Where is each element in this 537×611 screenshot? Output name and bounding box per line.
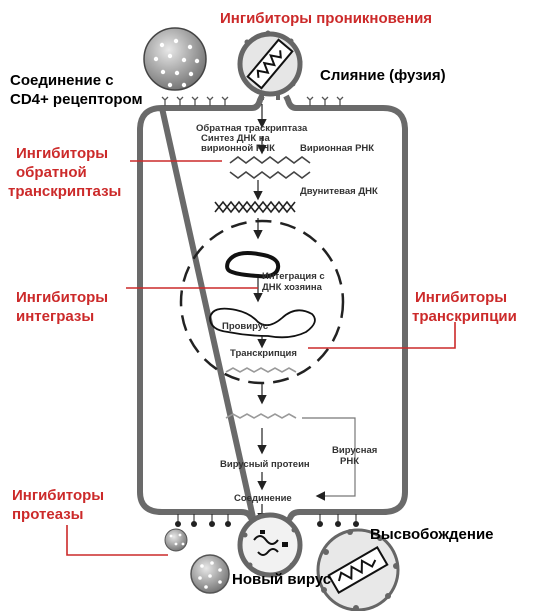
hiv-virus-fusing (237, 30, 303, 100)
transcription-inhibitors-line2: транскрипции (412, 308, 517, 325)
rt-label-line3: вирионной РНК (201, 143, 275, 154)
virion-rna-strand (229, 156, 311, 164)
rt-inhibitors-line2: обратной (16, 164, 87, 181)
assembly-label: Соединение (234, 493, 292, 504)
viral-rna-label-line1: Вирусная (332, 445, 377, 456)
cd4-receptors (161, 96, 344, 106)
viral-protein-label: Вирусный протеин (220, 459, 310, 470)
transcribed-rna (225, 367, 297, 373)
integration-label-line2: ДНК хозяина (262, 282, 323, 293)
dsdna-helix (214, 200, 296, 214)
cdna-strand (229, 171, 311, 179)
budding-virus (237, 512, 303, 578)
provirus-loop (209, 307, 316, 339)
mature-virus-released (316, 528, 400, 611)
immature-virus-small (164, 528, 188, 552)
host-dna-loop (225, 251, 281, 279)
virion-rna-label: Вирионная РНК (300, 143, 374, 154)
release-label: Высвобождение (370, 526, 494, 543)
nucleus (179, 219, 345, 385)
protease-inhibitors-line1: Ингибиторы (12, 487, 104, 504)
cd4-label-line2: CD4+ рецептором (10, 91, 143, 108)
rt-inhibitors-line1: Ингибиторы (16, 145, 108, 162)
new-virus-label: Новый вирус (232, 571, 331, 588)
cd4-label-line1: Соединение с (10, 72, 114, 89)
fusion-label: Слияние (фузия) (320, 67, 446, 84)
viral-rna-label-line2: РНК (340, 456, 359, 467)
transcription-inhibitors-line1: Ингибиторы (415, 289, 507, 306)
protease-inhibitors-line2: протеазы (12, 506, 84, 523)
hiv-virus-free (143, 27, 207, 91)
viral-rna-cytoplasm (225, 413, 297, 419)
transcription-label: Транскрипция (230, 348, 297, 359)
integrase-inhibitors-line2: интегразы (16, 308, 94, 325)
entry-inhibitors-label: Ингибиторы проникновения (220, 10, 432, 27)
rt-label-line2: Синтез ДНК на (201, 133, 271, 144)
rt-label-line1: Обратная траскриптаза (196, 123, 308, 134)
cell-membrane (137, 94, 408, 524)
inhibitor-pointer-lines (66, 160, 456, 556)
rt-inhibitors-line3: транскриптазы (8, 183, 121, 200)
provirus-label: Провирус (222, 321, 268, 332)
dsdna-label: Двунитевая ДНК (300, 186, 378, 197)
integration-label-line1: Интеграция с (262, 271, 325, 282)
integrase-inhibitors-line1: Ингибиторы (16, 289, 108, 306)
new-virus (190, 554, 230, 594)
membrane-proteins-bottom (175, 514, 359, 527)
